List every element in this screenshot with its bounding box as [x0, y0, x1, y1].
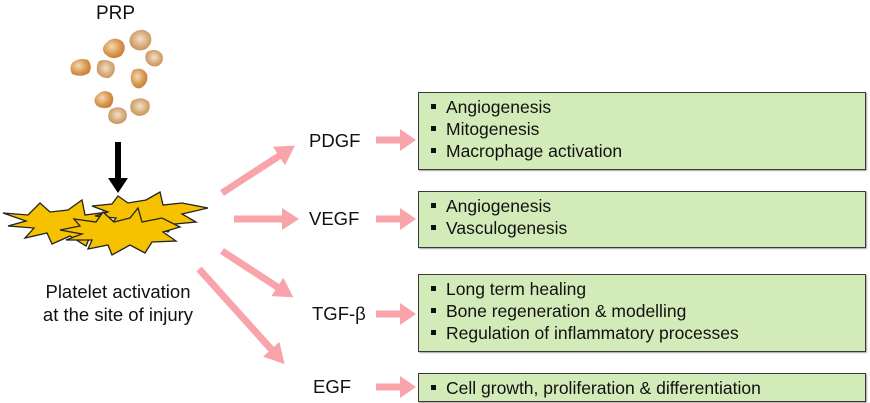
effect-item: Mitogenesis [429, 118, 865, 140]
prp-label: PRP [96, 3, 136, 24]
growth-factor-label-egf: EGF [313, 376, 352, 397]
effects-box-egf: Cell growth, proliferation & differentia… [418, 373, 866, 402]
caption-line: Platelet activation [45, 281, 191, 302]
caption-line: at the site of injury [42, 304, 194, 325]
arrows-to-growth-factors [196, 145, 299, 365]
platelets-cluster-icon [70, 29, 163, 124]
effect-text: Mitogenesis [446, 119, 540, 139]
effects-box-tgf-beta: Long term healing Bone regeneration & mo… [418, 274, 866, 352]
platelet [130, 68, 148, 89]
platelet [145, 49, 163, 67]
arrow-egf-effects [376, 376, 416, 398]
arrow-tgf-beta-effects [376, 303, 416, 325]
bullet-icon [431, 126, 436, 132]
platelet [94, 91, 114, 109]
bullet-icon [431, 308, 436, 314]
effect-item: Bone regeneration & modelling [429, 300, 865, 322]
bullet-icon [431, 203, 436, 209]
platelet-activation-caption: Platelet activation at the site of injur… [20, 280, 216, 326]
bullet-icon [431, 330, 436, 336]
platelet [103, 38, 125, 59]
effect-text: Macrophage activation [446, 141, 623, 161]
bullet-icon [431, 104, 436, 110]
down-arrow-icon [108, 142, 128, 193]
effect-item: Angiogenesis [429, 195, 865, 217]
effect-text: Regulation of inflammatory processes [446, 323, 739, 343]
effect-text: Cell growth, proliferation & differentia… [446, 378, 761, 398]
effect-text: Long term healing [446, 279, 587, 299]
arrow-vegf-effects [376, 208, 416, 230]
arrow-to-vegf [234, 208, 299, 230]
effect-item: Regulation of inflammatory processes [429, 322, 865, 344]
platelet [96, 60, 115, 79]
arrow-to-tgf-beta [220, 248, 294, 298]
effect-text: Angiogenesis [446, 196, 552, 216]
activated-platelets-icon [2, 191, 209, 256]
effects-box-pdgf: Angiogenesis Mitogenesis Macrophage acti… [418, 92, 866, 170]
bullet-icon [431, 286, 436, 292]
platelet [70, 59, 91, 76]
arrows-to-effects [376, 129, 416, 398]
effect-text: Bone regeneration & modelling [446, 301, 687, 321]
arrow-to-pdgf [220, 145, 295, 196]
bullet-icon [431, 385, 436, 391]
platelet [130, 98, 150, 116]
platelet [108, 107, 127, 124]
effect-item: Long term healing [429, 278, 865, 300]
bullet-icon [431, 148, 436, 154]
star-burst [59, 206, 182, 256]
effect-item: Angiogenesis [429, 96, 865, 118]
growth-factor-label-tgf-beta: TGF-β [312, 303, 366, 324]
effect-text: Angiogenesis [446, 97, 552, 117]
effect-item: Cell growth, proliferation & differentia… [429, 377, 865, 399]
effect-item: Vasculogenesis [429, 217, 865, 239]
growth-factor-label-pdgf: PDGF [309, 130, 361, 151]
growth-factor-label-vegf: VEGF [309, 208, 360, 229]
effect-item: Macrophage activation [429, 140, 865, 162]
arrow-to-egf [196, 266, 285, 365]
bullet-icon [431, 225, 436, 231]
platelet [129, 29, 152, 51]
effects-box-vegf: Angiogenesis Vasculogenesis [418, 191, 866, 248]
effect-text: Vasculogenesis [446, 218, 568, 238]
arrow-pdgf-effects [376, 129, 416, 151]
